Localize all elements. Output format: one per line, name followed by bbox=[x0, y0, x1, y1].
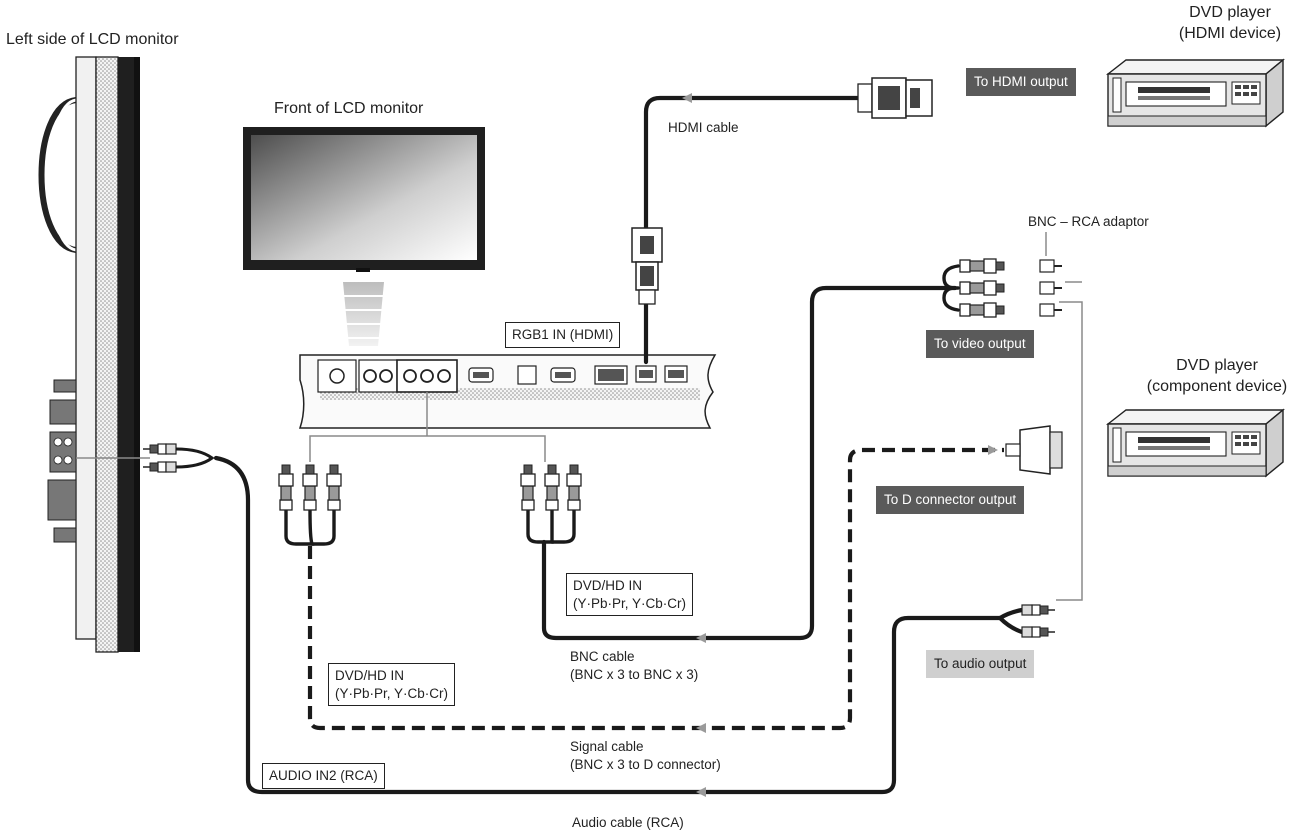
bnc-cable-label: BNC cable (BNC x 3 to BNC x 3) bbox=[570, 648, 698, 683]
terminal-panel bbox=[298, 354, 717, 429]
cable-arrows bbox=[682, 93, 998, 797]
hdmi-plug-top bbox=[857, 77, 933, 119]
to-audio-output-badge: To audio output bbox=[926, 650, 1035, 678]
hdmi-cable-label: HDMI cable bbox=[668, 120, 739, 135]
monitor-front-view bbox=[243, 127, 485, 346]
dvd-component-title-line1: DVD player bbox=[1176, 357, 1258, 374]
signal-cable-line1: Signal cable bbox=[570, 739, 644, 754]
to-hdmi-output-badge: To HDMI output bbox=[966, 68, 1076, 96]
dvdhd-in-right-label: DVD/HD IN (Y·Pb·Pr, Y·Cb·Cr) bbox=[566, 573, 694, 617]
dvdhd-in-left-line1: DVD/HD IN bbox=[335, 668, 405, 683]
dvdhd-in-left-label: DVD/HD IN (Y·Pb·Pr, Y·Cb·Cr) bbox=[328, 663, 456, 707]
bnc-plugs-left bbox=[278, 464, 342, 511]
audio-in2-label: AUDIO IN2 (RCA) bbox=[262, 763, 385, 789]
dvd-player-component bbox=[1107, 409, 1284, 477]
dvd-hdmi-title: DVD player (HDMI device) bbox=[1160, 3, 1300, 45]
monitor-side-view bbox=[38, 56, 140, 653]
rca-plugs-audio bbox=[1021, 604, 1056, 638]
dvdhd-in-right-line1: DVD/HD IN bbox=[573, 578, 643, 593]
bnc-cable-line2: (BNC x 3 to BNC x 3) bbox=[570, 666, 699, 682]
audio-cable-label: Audio cable (RCA) bbox=[572, 815, 684, 830]
dvd-component-title-line2: (component device) bbox=[1146, 377, 1288, 395]
dvdhd-in-right-line2: (Y·Pb·Pr, Y·Cb·Cr) bbox=[573, 595, 687, 611]
bnc-plugs-video bbox=[959, 258, 1005, 318]
bnc-cable-line1: BNC cable bbox=[570, 649, 635, 664]
bnc-rca-adaptors bbox=[1039, 259, 1062, 317]
hdmi-plug-vertical bbox=[631, 227, 663, 305]
dvd-hdmi-title-line2: (HDMI device) bbox=[1178, 24, 1282, 42]
dvd-player-hdmi bbox=[1107, 59, 1284, 127]
bnc-plugs-right bbox=[520, 464, 582, 511]
port-callout-lines bbox=[76, 232, 1083, 601]
front-title: Front of LCD monitor bbox=[274, 100, 424, 117]
to-d-connector-output-badge: To D connector output bbox=[876, 486, 1025, 514]
signal-cable-line2: (BNC x 3 to D connector) bbox=[570, 756, 721, 772]
rgb1-in-label: RGB1 IN (HDMI) bbox=[505, 322, 621, 348]
signal-cable-dashed bbox=[307, 447, 1004, 731]
signal-cable-label: Signal cable (BNC x 3 to D connector) bbox=[570, 738, 721, 773]
dvdhd-in-left-line2: (Y·Pb·Pr, Y·Cb·Cr) bbox=[335, 685, 449, 701]
bnc-rca-adaptor-label: BNC – RCA adaptor bbox=[1028, 214, 1149, 229]
d-connector bbox=[1005, 425, 1063, 475]
dvd-component-title: DVD player (component device) bbox=[1130, 356, 1304, 398]
cable-forks bbox=[284, 264, 960, 546]
cables bbox=[213, 95, 1025, 795]
left-side-title: Left side of LCD monitor bbox=[6, 31, 179, 48]
to-video-output-badge: To video output bbox=[926, 330, 1034, 358]
rca-plugs-left bbox=[142, 443, 215, 473]
dvd-hdmi-title-line1: DVD player bbox=[1189, 4, 1271, 21]
